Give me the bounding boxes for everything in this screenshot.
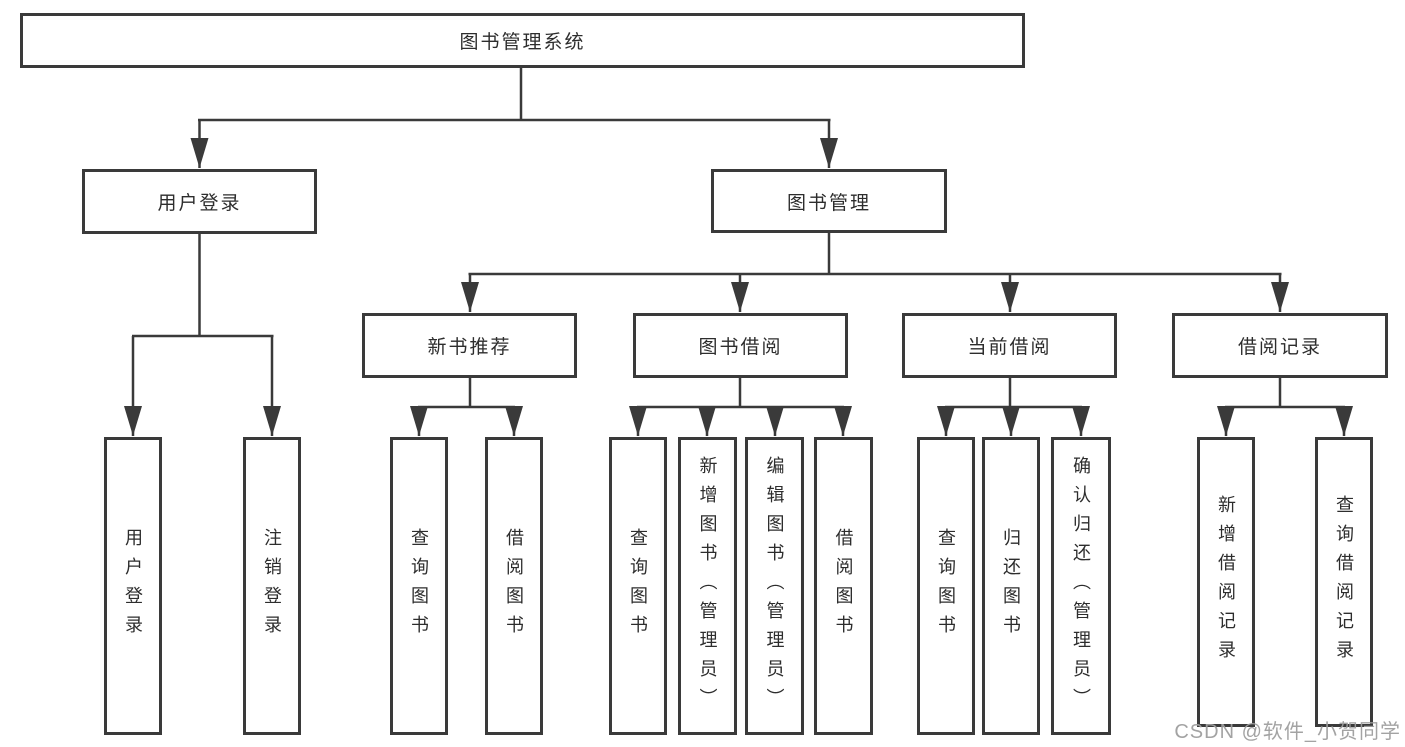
- node-user-login: 用户登录: [82, 169, 317, 234]
- node-new-book-rec-label: 新书推荐: [427, 337, 512, 358]
- node-borrow-records: 借阅记录: [1172, 313, 1388, 378]
- leaf-current-confirm: 确认归还（管理员）: [1051, 437, 1111, 735]
- leaf-current-return-label: 归还图书: [1001, 528, 1021, 644]
- leaf-logout-label: 注销登录: [262, 528, 282, 644]
- leaf-borrow-borrow: 借阅图书: [814, 437, 873, 735]
- leaf-borrow-add-label: 新增图书（管理员）: [697, 455, 718, 717]
- node-root: 图书管理系统: [20, 13, 1025, 68]
- node-book-mgmt-label: 图书管理: [786, 192, 871, 214]
- leaf-newbook-query-label: 查询图书: [409, 528, 429, 644]
- node-new-book-rec: 新书推荐: [362, 313, 577, 378]
- leaf-current-return: 归还图书: [982, 437, 1040, 735]
- leaf-records-query-label: 查询借阅记录: [1334, 495, 1354, 669]
- node-user-login-label: 用户登录: [157, 193, 242, 214]
- leaf-borrow-borrow-label: 借阅图书: [833, 528, 854, 644]
- leaf-records-query: 查询借阅记录: [1315, 437, 1373, 727]
- node-current-borrow: 当前借阅: [902, 313, 1117, 378]
- trunk-lines: [132, 68, 1345, 409]
- node-borrow-records-label: 借阅记录: [1237, 337, 1322, 358]
- leaf-records-add: 新增借阅记录: [1197, 437, 1255, 727]
- arrow-lines: [124, 120, 1353, 436]
- leaf-newbook-borrow-label: 借阅图书: [504, 528, 524, 644]
- node-current-borrow-label: 当前借阅: [967, 337, 1052, 358]
- leaf-borrow-query-label: 查询图书: [628, 528, 648, 644]
- leaf-newbook-borrow: 借阅图书: [485, 437, 543, 735]
- watermark: CSDN @软件_小贺同学: [1174, 721, 1401, 743]
- node-book-mgmt: 图书管理: [711, 169, 947, 233]
- leaf-user-login-label: 用户登录: [123, 528, 143, 644]
- leaf-borrow-edit-label: 编辑图书（管理员）: [764, 455, 785, 717]
- leaf-newbook-query: 查询图书: [390, 437, 448, 735]
- leaf-logout: 注销登录: [243, 437, 301, 735]
- node-book-borrow: 图书借阅: [633, 313, 848, 378]
- node-root-label: 图书管理系统: [459, 32, 586, 53]
- leaf-borrow-edit: 编辑图书（管理员）: [745, 437, 804, 735]
- leaf-user-login: 用户登录: [104, 437, 162, 735]
- leaf-current-query: 查询图书: [917, 437, 975, 735]
- leaf-borrow-query: 查询图书: [609, 437, 667, 735]
- node-book-borrow-label: 图书借阅: [698, 337, 783, 358]
- leaf-current-query-label: 查询图书: [936, 528, 956, 644]
- leaf-current-confirm-label: 确认归还（管理员）: [1071, 455, 1091, 717]
- leaf-records-add-label: 新增借阅记录: [1216, 495, 1236, 669]
- leaf-borrow-add: 新增图书（管理员）: [678, 437, 737, 735]
